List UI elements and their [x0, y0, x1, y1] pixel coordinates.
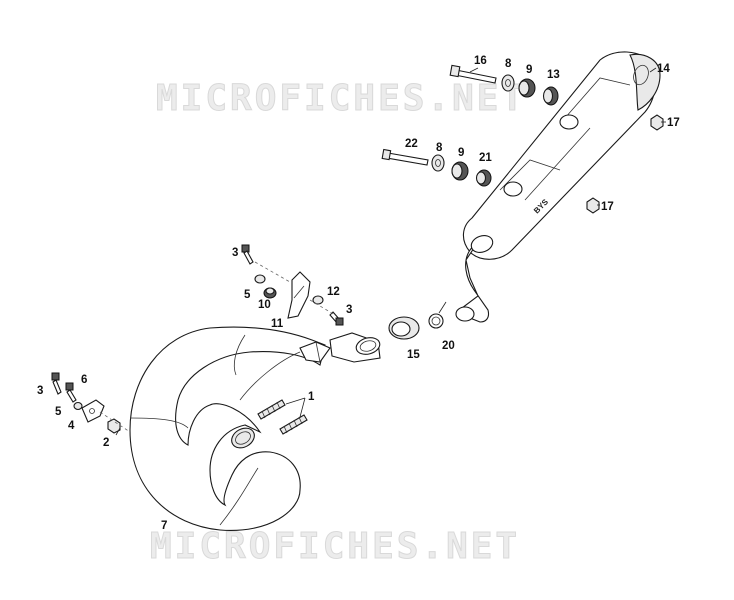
- part-11-bracket[interactable]: [287, 271, 311, 319]
- part-4-bracket[interactable]: [81, 399, 105, 423]
- part-3-bolt-upper-right[interactable]: [329, 311, 344, 326]
- part-6-bolt[interactable]: [65, 382, 77, 403]
- callout-11: 11: [271, 318, 284, 330]
- callout-8-middle: 8: [436, 142, 443, 154]
- callout-3-left: 3: [37, 385, 43, 397]
- watermark-top: MICROFICHES.NET: [156, 78, 526, 119]
- callout-4: 4: [68, 420, 75, 432]
- part-9-rubber-middle[interactable]: [451, 161, 469, 181]
- part-17-nut-upper[interactable]: [650, 114, 664, 131]
- part-1-spring-upper[interactable]: [257, 399, 286, 420]
- watermark-bottom: MICROFICHES.NET: [150, 526, 520, 567]
- part-2-nut[interactable]: [107, 418, 121, 434]
- callout-6: 6: [81, 374, 87, 386]
- part-pipe-outlet: [329, 332, 381, 363]
- part-22-bolt[interactable]: [381, 148, 429, 166]
- callout-21: 21: [479, 152, 492, 164]
- part-16-bolt[interactable]: [449, 64, 497, 84]
- callout-13: 13: [547, 69, 560, 81]
- part-14-silencer[interactable]: BYS: [455, 51, 661, 323]
- callout-17-upper: 17: [667, 117, 680, 129]
- part-1-spring-lower[interactable]: [279, 414, 308, 435]
- part-10-rubber[interactable]: [263, 287, 277, 299]
- part-8-washer-middle[interactable]: [431, 154, 445, 172]
- part-5-washer-left[interactable]: [73, 401, 83, 411]
- part-15-o-ring-seal[interactable]: [388, 316, 420, 340]
- callout-15: 15: [407, 349, 420, 361]
- callout-3-upper: 3: [232, 247, 238, 259]
- callout-5-left: 5: [55, 406, 62, 418]
- leader-lines: [115, 67, 666, 436]
- callout-9-top: 9: [526, 64, 532, 76]
- callout-2: 2: [103, 437, 109, 449]
- callout-17-lower: 17: [601, 201, 614, 213]
- callout-7: 7: [161, 520, 167, 532]
- part-7-exhaust-pipe[interactable]: [129, 326, 331, 531]
- callout-22: 22: [405, 138, 418, 150]
- part-3-bolt-left[interactable]: [51, 372, 62, 395]
- callout-12: 12: [327, 286, 340, 298]
- part-8-washer-top[interactable]: [501, 74, 515, 92]
- callout-8-top: 8: [505, 58, 512, 70]
- part-12-washer[interactable]: [312, 295, 324, 305]
- callout-20: 20: [442, 340, 455, 352]
- assembly-guide-left: [99, 411, 131, 433]
- callout-3-right: 3: [346, 304, 352, 316]
- callout-14: 14: [657, 63, 670, 75]
- part-21-spacer[interactable]: [475, 169, 492, 187]
- part-5-washer-upper[interactable]: [254, 274, 266, 284]
- callout-9-middle: 9: [458, 147, 464, 159]
- callout-5-upper: 5: [244, 289, 251, 301]
- part-20-spring[interactable]: [428, 301, 447, 329]
- part-17-nut-lower[interactable]: [586, 197, 600, 214]
- part-13-spacer[interactable]: [542, 86, 559, 106]
- callout-1: 1: [308, 391, 315, 403]
- callout-16: 16: [474, 55, 487, 67]
- part-9-rubber-top[interactable]: [518, 78, 536, 98]
- callout-10: 10: [258, 299, 271, 311]
- callout-labels: 1 2 3 3 3 4 5 5 6 7 8 8 9 9 10 11 12 13 …: [37, 55, 680, 532]
- assembly-guide-upper: [254, 261, 336, 316]
- part-3-bolt-upper-left[interactable]: [241, 244, 254, 265]
